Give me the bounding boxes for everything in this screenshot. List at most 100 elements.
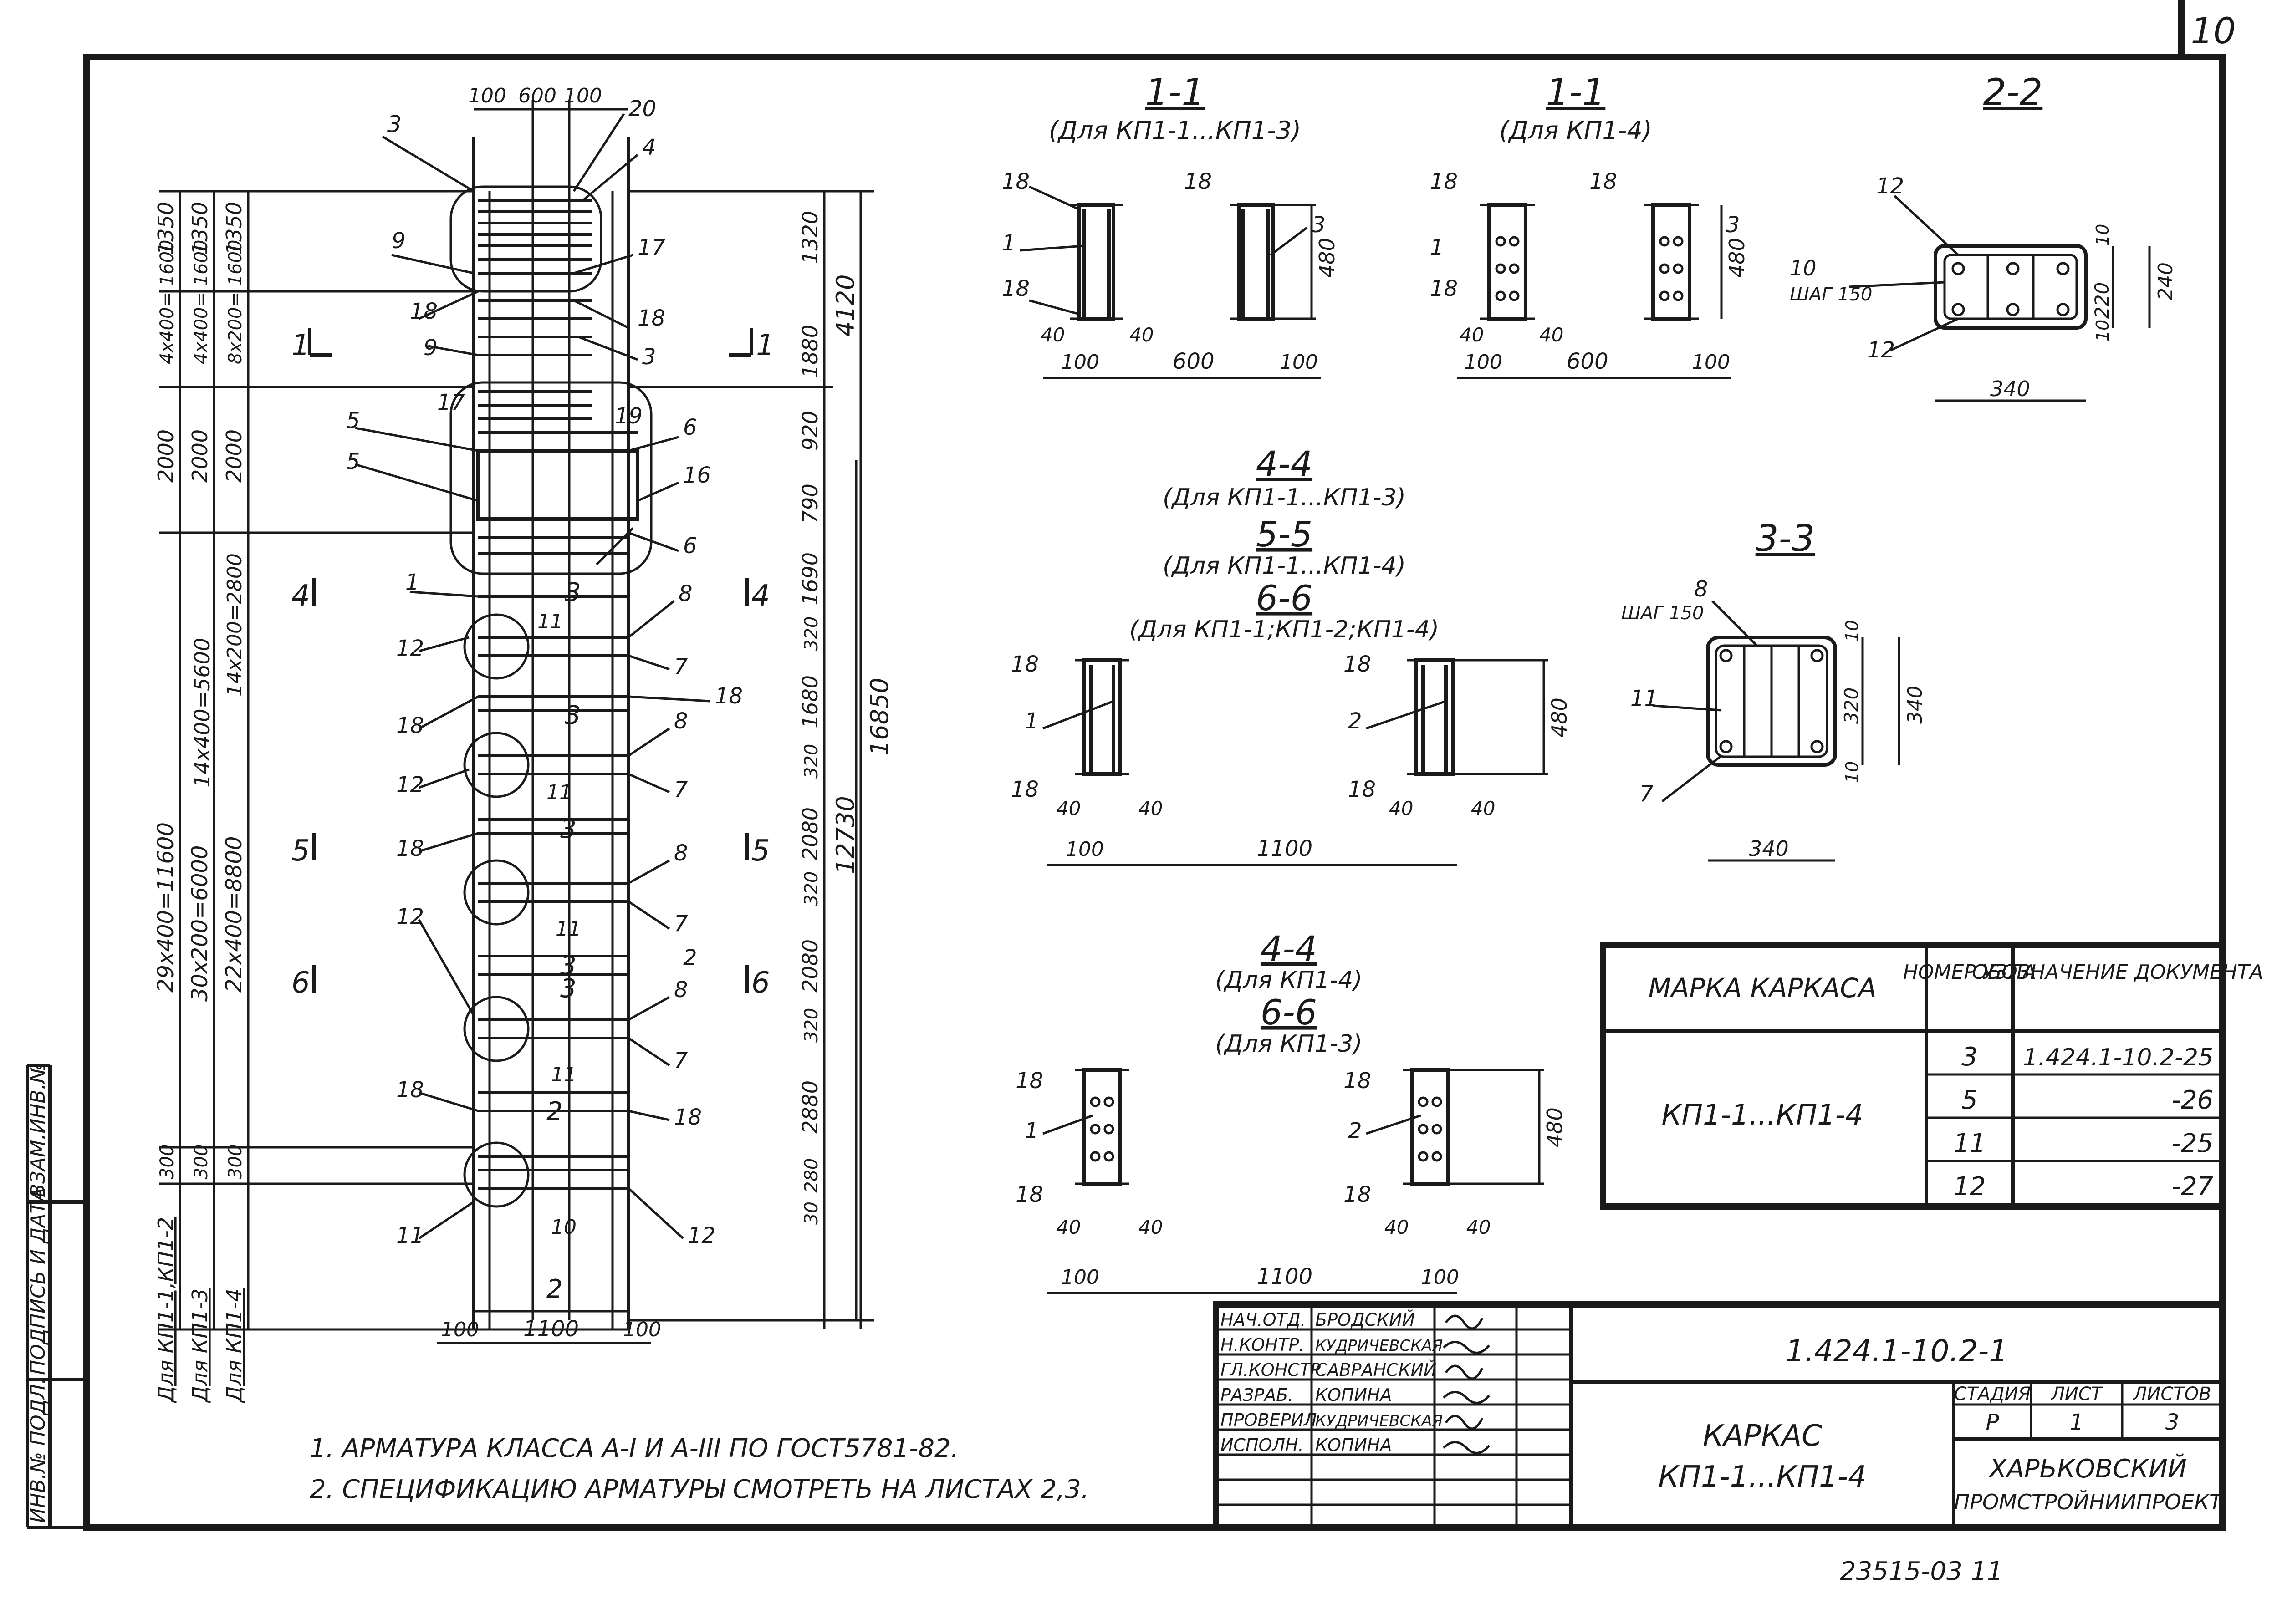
side-stamp-inv: ИНВ.№ ПОДЛ. <box>26 1378 50 1523</box>
s11a-dim-100b: 100 <box>1280 351 1318 374</box>
mark-3-top: 3 <box>387 111 402 137</box>
stamp-code: 1.424.1-10.2-1 <box>1786 1334 2008 1369</box>
section-4-4-group: 4-4 (Для КП1-1...КП1-3) 5-5 (Для КП1-1..… <box>1011 443 1572 866</box>
s22-dim-240: 240 <box>2154 262 2177 300</box>
note-2: 2. СПЕЦИФИКАЦИЮ АРМАТУРЫ СМОТРЕТЬ НА ЛИС… <box>310 1475 1089 1504</box>
s22-dim-340: 340 <box>1990 377 2030 401</box>
mark-18-c: 18 <box>396 836 424 861</box>
s44a-mark-2: 2 <box>1348 708 1362 734</box>
top-rebar-bundle <box>449 185 602 356</box>
cut-3-c: 3 <box>560 815 577 844</box>
rdim-12730: 12730 <box>831 796 860 874</box>
col-label-kp1-4: Для КП1-4 <box>222 1288 246 1403</box>
left-dimension-columns: 1350 4x400= 1600 2000 29x400=11600 300 1… <box>153 190 474 1403</box>
s11a-dim-40a: 40 <box>1041 324 1065 346</box>
cut-3-e: 3 <box>560 974 577 1003</box>
mark-8-a: 8 <box>679 581 693 606</box>
s11b-dim-40b: 40 <box>1539 324 1563 346</box>
col3-dim-22x400: 22x400=8800 <box>221 836 247 993</box>
s44b-line-3: 6-6 <box>1261 992 1317 1033</box>
elevation-left-marks: 3 9 18 9 5 5 1 12 18 12 18 12 18 <box>346 111 479 1248</box>
mark-8-b: 8 <box>674 708 688 734</box>
s44a-mark-1: 1 <box>1025 708 1039 734</box>
mark-17-a: 17 <box>638 235 666 260</box>
cut-3-b: 3 <box>565 701 581 730</box>
section-3-3-title: 3-3 <box>1756 517 1815 560</box>
console-region <box>449 381 653 575</box>
mark-12-b: 12 <box>396 772 424 798</box>
s44a-line-4: (Для КП1-1...КП1-4) <box>1163 552 1406 580</box>
section-2-2-title: 2-2 <box>1983 71 2043 113</box>
top-dim-600: 600 <box>518 84 556 107</box>
stamp-sheets-header: ЛИСТОВ <box>2132 1384 2211 1405</box>
s44a-dim-480: 480 <box>1547 697 1572 738</box>
stirrup-nodes <box>463 595 628 1208</box>
bottom-dim-1100: 1100 <box>523 1316 579 1342</box>
stamp-sheet: 1 <box>2070 1410 2084 1435</box>
rdim-790: 790 <box>798 484 822 524</box>
stamp-title-2: КП1-1...КП1-4 <box>1658 1460 1866 1494</box>
table-row-4-node: 12 <box>1953 1172 1986 1201</box>
mark-18-d: 18 <box>396 1077 424 1103</box>
rdim-30: 30 <box>801 1201 822 1225</box>
s44b-mark-18a: 18 <box>1016 1068 1043 1094</box>
s44b-mark-18c: 18 <box>1343 1068 1371 1094</box>
mark-11: 11 <box>396 1223 424 1248</box>
s33-dim-340b: 340 <box>1904 686 1927 724</box>
stamp-name-2: КУДРИЧЕВСКАЯ <box>1315 1337 1443 1355</box>
s11b-mark-1: 1 <box>1430 235 1444 260</box>
s44b-dim-480: 480 <box>1542 1107 1567 1147</box>
cut-6-right: 6 <box>751 966 770 1000</box>
mark-19: 19 <box>615 403 643 429</box>
mark-18-right: 18 <box>638 305 665 331</box>
sheet-number: 10 <box>2190 11 2236 52</box>
s44b-mark-1: 1 <box>1025 1118 1039 1144</box>
s44a-mark-18c: 18 <box>1343 652 1371 677</box>
col2-dim-30x200: 30x200=6000 <box>187 845 213 1002</box>
s11a-dim-600: 600 <box>1173 349 1215 374</box>
mark-7-a: 7 <box>674 654 688 679</box>
cut-1-left: 1 <box>291 329 310 362</box>
s33-mark-8: 8 <box>1694 576 1708 602</box>
col-label-kp1-3: Для КП1-3 <box>188 1288 212 1403</box>
mark-12-c: 12 <box>396 904 424 930</box>
dim-14x400: 14x400=5600 <box>190 638 214 788</box>
side-stamp-vzam: ВЗАМ.ИНВ.№ <box>26 1063 50 1197</box>
s44a-line-5: 6-6 <box>1256 578 1312 618</box>
mark-7-c: 7 <box>674 911 688 937</box>
s44a-mark-18b: 18 <box>1011 777 1039 802</box>
s44a-dim-40d: 40 <box>1471 797 1495 820</box>
cut-4-right: 4 <box>751 579 770 613</box>
col2-dim-2000: 2000 <box>188 429 212 483</box>
top-dim-100b: 100 <box>564 84 602 107</box>
mark-5-b: 5 <box>346 449 360 474</box>
col3-dim-8x200: 8x200= 1600 <box>225 240 246 365</box>
mark-7-d: 7 <box>674 1048 688 1073</box>
rdim-320-c: 320 <box>801 871 822 906</box>
s11b-mark-18a: 18 <box>1430 169 1458 194</box>
rdim-1880: 1880 <box>798 325 822 378</box>
rdim-320-b: 320 <box>801 744 822 779</box>
rdim-920: 920 <box>798 411 822 451</box>
s11b-dim-600: 600 <box>1567 349 1608 374</box>
s44a-mark-18d: 18 <box>1348 777 1376 802</box>
s11a-dim-40b: 40 <box>1129 324 1154 346</box>
s11a-mark-18b: 18 <box>1002 276 1030 301</box>
stamp-sheet-header: ЛИСТ <box>2050 1384 2104 1405</box>
stamp-signatures <box>1443 1314 1490 1454</box>
s44b-dim-40d: 40 <box>1466 1216 1491 1238</box>
mark-18-right-b: 18 <box>715 683 743 709</box>
rdim-320-a: 320 <box>801 616 822 651</box>
mark-18-b: 18 <box>396 713 424 738</box>
stamp-stage: Р <box>1986 1410 1999 1435</box>
s22-dim-10a: 10 <box>2093 224 2113 246</box>
elevation-right-marks: 20 4 17 18 3 19 17 6 16 6 8 7 18 8 <box>437 96 743 1248</box>
s44b-mark-2: 2 <box>1348 1118 1362 1144</box>
s44a-mark-18a: 18 <box>1011 652 1039 677</box>
s44a-dim-100a: 100 <box>1066 838 1104 861</box>
node-reference-table: МАРКА КАРКАСА НОМЕР УЗЛА ОБОЗНАЧЕНИЕ ДОК… <box>1600 942 2263 1210</box>
s44a-dim-40c: 40 <box>1389 797 1413 820</box>
footer-code: 23515-03 11 <box>1840 1557 2003 1586</box>
section-1-1-a-sub: (Для КП1-1...КП1-3) <box>1049 116 1301 145</box>
mark-11-c: 11 <box>556 917 581 941</box>
